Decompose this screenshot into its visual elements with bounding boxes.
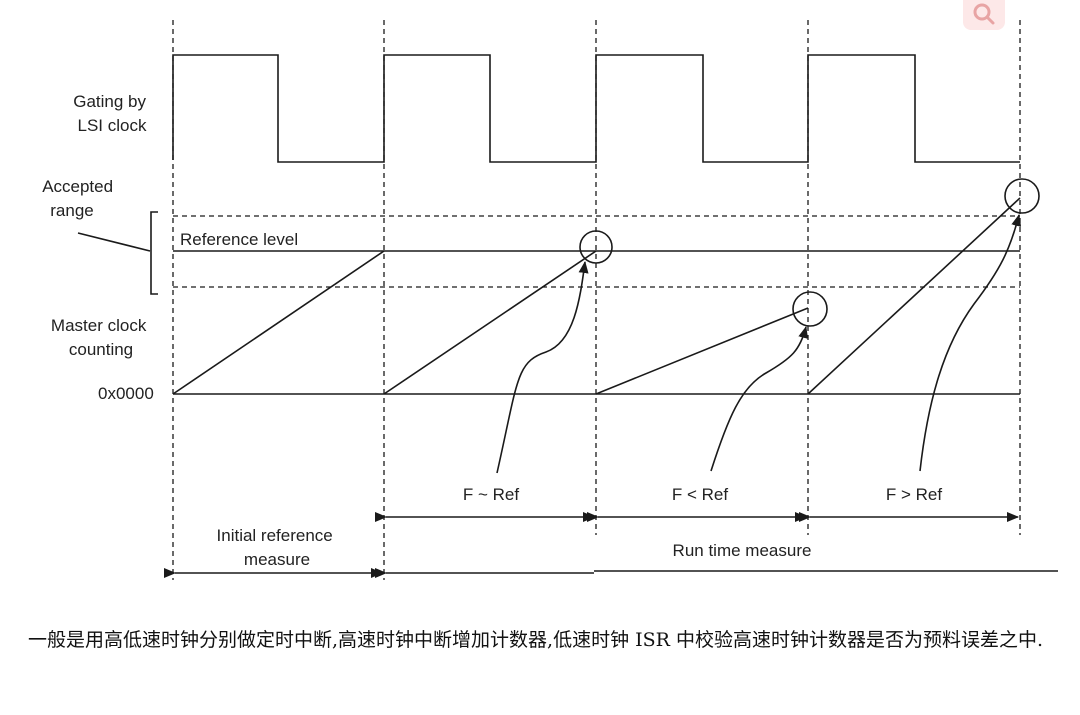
ramp-f-approx-ref — [383, 250, 597, 395]
accepted-range-label: Accepted range — [42, 177, 118, 220]
ramp-f-greater-ref — [807, 197, 1021, 395]
highlight-circle-approx — [579, 230, 613, 264]
accepted-range-bracket — [77, 211, 158, 295]
ramp-f-less-ref — [595, 307, 809, 395]
f-greater-ref-label: F > Ref — [886, 485, 942, 504]
counting-ramps — [172, 197, 1021, 395]
lsi-gating-waveform — [172, 54, 1020, 163]
f-approx-ref-label: F ~ Ref — [463, 485, 519, 504]
highlight-circle-less — [792, 291, 828, 327]
callout-arrow-less — [710, 326, 809, 472]
initial-reference-label: Initial reference measure — [217, 526, 338, 569]
zero-label: 0x0000 — [98, 384, 154, 403]
f-less-ref-label: F < Ref — [672, 485, 728, 504]
caption-text: 一般是用高低速时钟分别做定时中断,高速时钟中断增加计数器,低速时钟 ISR 中校… — [28, 629, 1044, 651]
run-time-label: Run time measure — [673, 541, 812, 560]
search-icon — [973, 3, 995, 25]
callout-arrow-greater — [919, 214, 1022, 472]
ramp-initial — [172, 250, 385, 395]
search-button[interactable] — [963, 0, 1005, 30]
callout-arrow-approx — [496, 261, 589, 474]
highlight-circle-greater — [1004, 178, 1040, 214]
master-clock-label: Master clock counting — [51, 316, 151, 359]
reference-level-label: Reference level — [180, 230, 298, 249]
timing-diagram: Gating by LSI clock Accepted range Refer… — [42, 20, 1058, 580]
gating-label: Gating by LSI clock — [73, 92, 151, 135]
